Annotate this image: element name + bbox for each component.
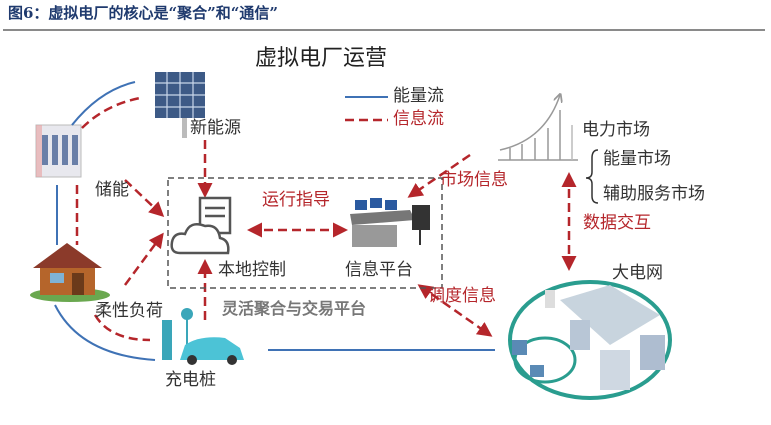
market-info-label: 市场信息: [440, 170, 508, 190]
power-market-label: 电力市场: [582, 120, 650, 140]
storage-cabinet-icon: [35, 124, 82, 178]
dispatch-info-label: 调度信息: [428, 286, 496, 306]
cloud-server-icon: [170, 196, 232, 255]
grid-label: 大电网: [612, 263, 663, 283]
renewable-label: 新能源: [190, 118, 241, 138]
legend-info-label: 信息流: [393, 109, 444, 129]
house-icon: [30, 243, 110, 302]
electric-car-icon: [180, 337, 244, 365]
title-divider: [3, 29, 765, 31]
figure-title: 图6：虚拟电厂的核心是“聚合”和“通信”: [8, 4, 278, 22]
info-platform-label: 信息平台: [345, 260, 413, 280]
control-desk-icon: [350, 198, 430, 247]
charging-station-icon: [162, 308, 193, 360]
operation-guidance-label: 运行指导: [262, 190, 330, 210]
charging-pile-label: 充电桩: [165, 370, 216, 390]
solar-panel-icon: [155, 72, 205, 138]
platform-label: 灵活聚合与交易平台: [222, 299, 367, 318]
ancillary-market-label: 辅助服务市场: [603, 184, 705, 204]
platform-box: [167, 177, 443, 289]
storage-label: 储能: [95, 180, 129, 200]
diagram-title: 虚拟电厂运营: [255, 46, 388, 71]
power-grid-icon: [508, 280, 672, 400]
energy-market-label: 能量市场: [603, 149, 671, 169]
data-exchange-label: 数据交互: [583, 213, 651, 233]
flexible-load-label: 柔性负荷: [95, 301, 163, 321]
brace: [585, 149, 599, 204]
legend-energy-label: 能量流: [393, 86, 444, 106]
market-chart-icon: [498, 95, 578, 161]
local-control-label: 本地控制: [218, 260, 286, 280]
